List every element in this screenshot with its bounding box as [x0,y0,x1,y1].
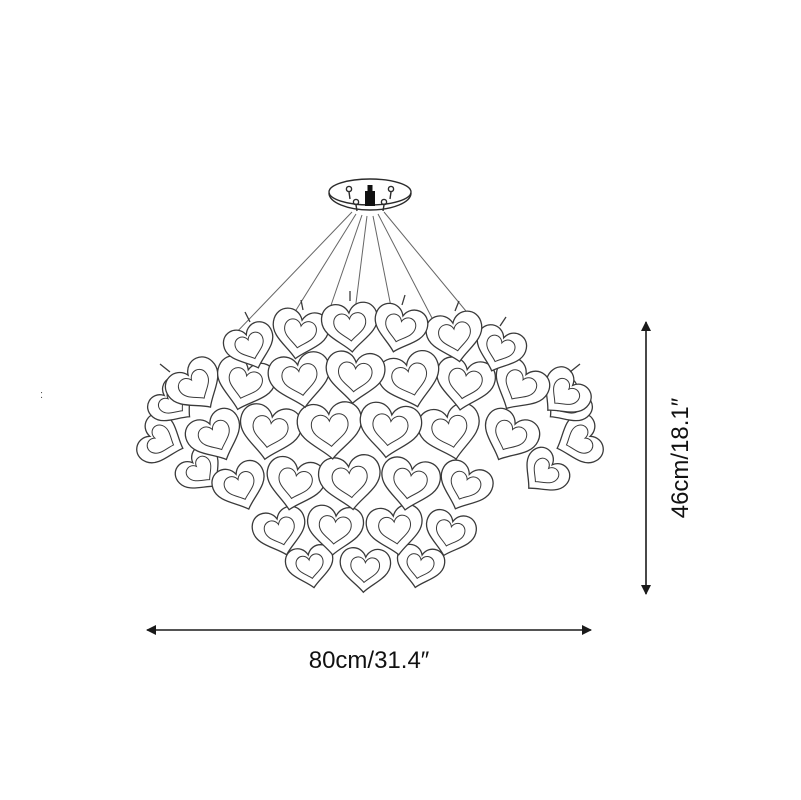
width-dimension-label: 80cm/31.4″ [309,647,430,674]
ceiling-canopy [329,179,411,211]
width-dimension: 80cm/31.4″ [147,630,591,674]
height-dimension: 46cm/18.1″ [646,322,694,594]
canopy-screw [388,186,393,191]
cable-connector [365,191,375,206]
height-dimension-label: 46cm/18.1″ [667,397,694,518]
canopy-screw [346,186,351,191]
stray-mark: : [40,389,43,401]
chandelier-body [133,291,607,594]
